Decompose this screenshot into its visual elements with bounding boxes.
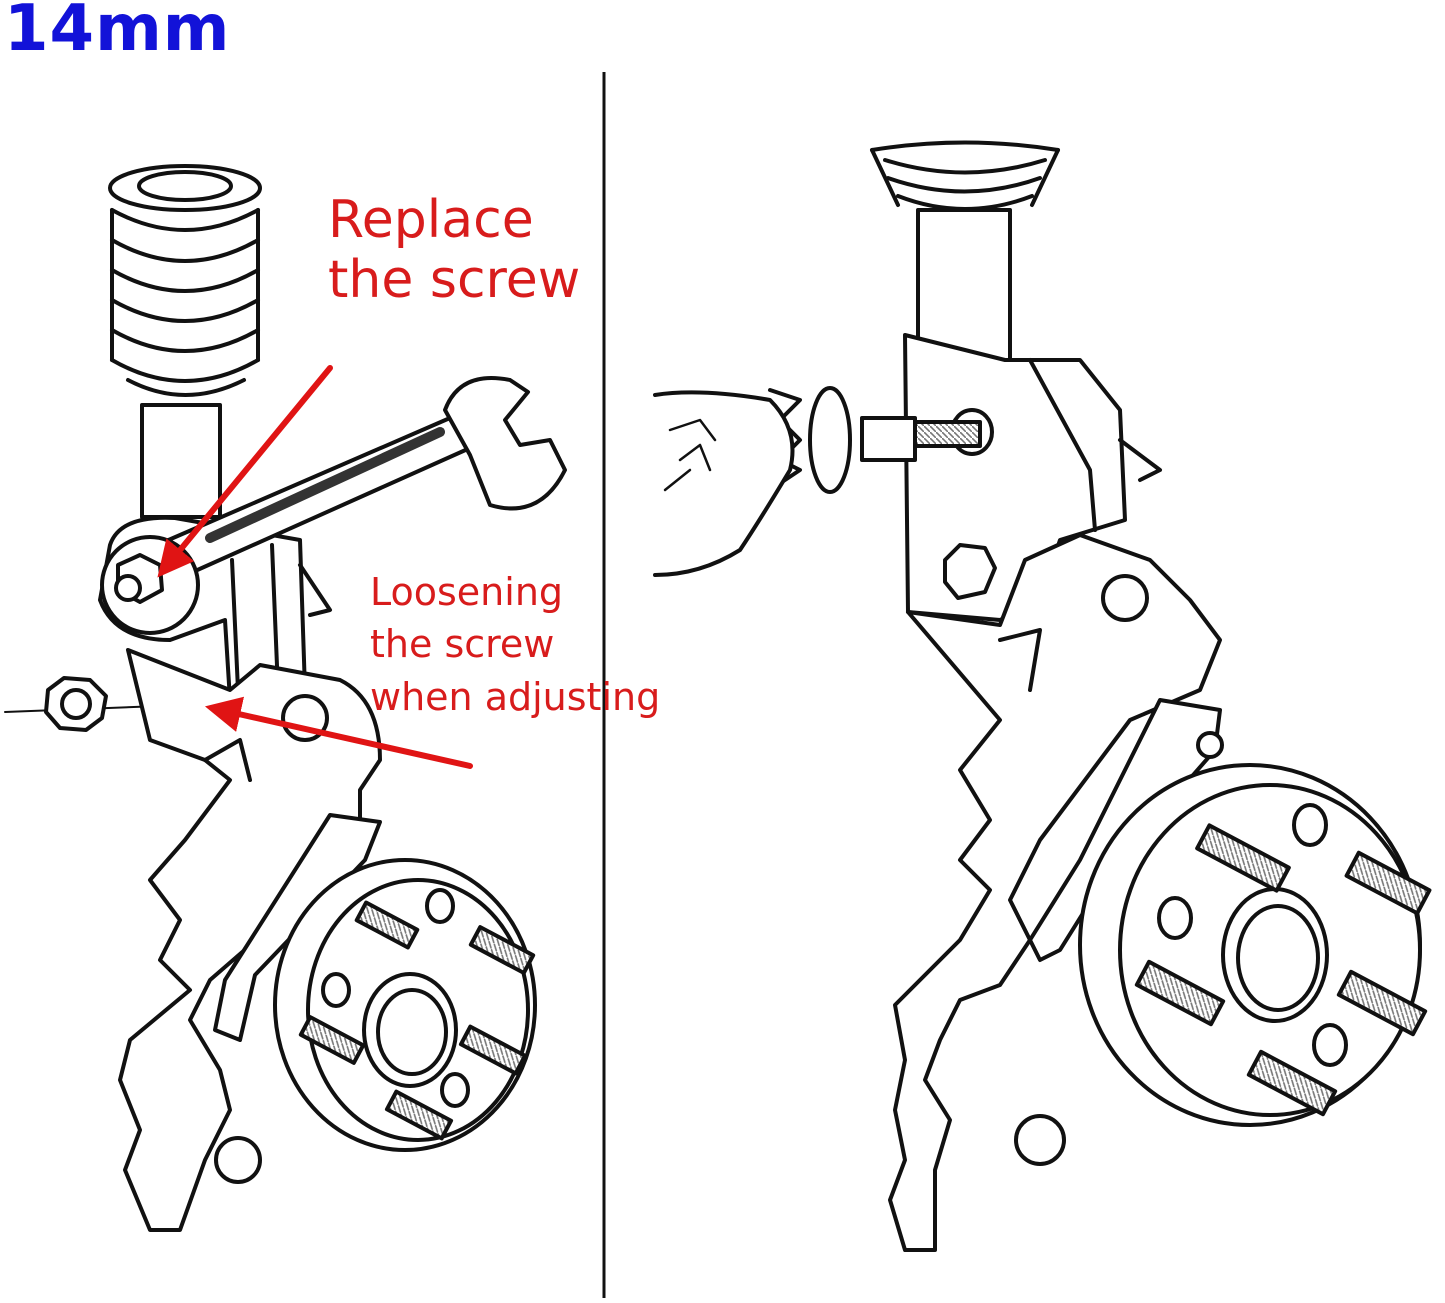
loosen-line-1: Loosening: [370, 570, 564, 614]
wheel-hub-left: [273, 858, 537, 1152]
wheel-hub-right: [1078, 763, 1432, 1127]
size-label: 14mm: [4, 0, 231, 66]
replace-line-1: Replace: [328, 190, 534, 250]
loosen-arrow: [204, 696, 473, 769]
shock-tube-right: [916, 208, 1012, 362]
loosen-screw-callout: Loosening the screw when adjusting: [370, 566, 660, 723]
replace-screw-callout: Replace the screw: [328, 190, 580, 311]
coil-spring: [108, 164, 262, 397]
loosen-line-3: when adjusting: [370, 674, 661, 719]
replace-arrow: [157, 365, 333, 578]
loosen-line-2: the screw: [370, 622, 555, 667]
steering-knuckle-right: [888, 533, 1222, 1252]
camber-bolt: [768, 386, 994, 494]
shock-tube: [140, 403, 222, 519]
right-strut-assembly: [653, 140, 1432, 1252]
wrench: [100, 376, 567, 635]
left-strut-assembly: [4, 164, 567, 1232]
replace-line-2: the screw: [328, 250, 581, 311]
callout-arrows: [157, 365, 473, 769]
dust-boot: [870, 140, 1060, 211]
hand: [653, 390, 795, 577]
